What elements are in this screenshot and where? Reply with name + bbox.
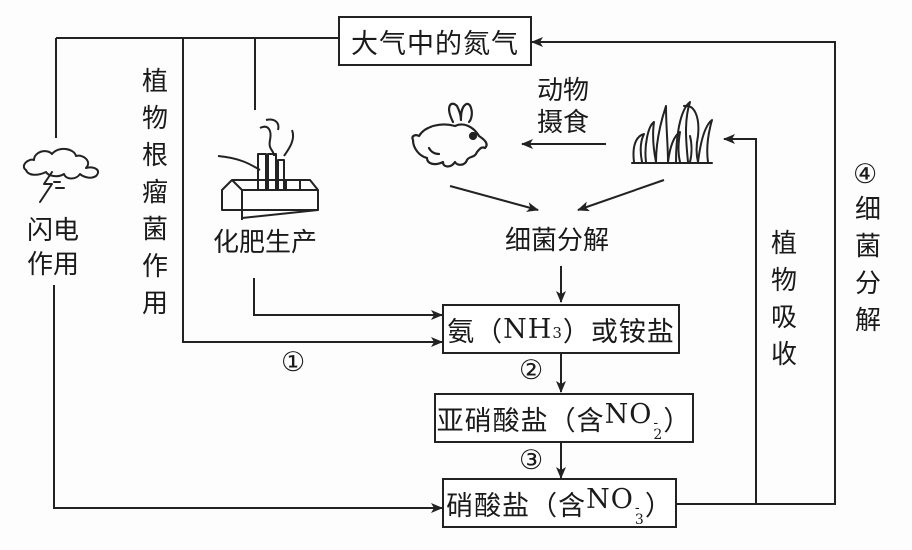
plant-absorb-label: 植物吸收 — [770, 229, 797, 370]
nitrite-suffix: ） — [663, 405, 692, 437]
root-nodule-to-ammonia-line — [182, 38, 443, 347]
nitrite-box: 亚硝酸盐（含 NO - 2 ） — [434, 393, 694, 443]
nitrite-charge: - — [653, 415, 660, 431]
root-nodule-label: 植物根瘤菌作用 — [141, 67, 168, 319]
nitrate-formula: NO - 3 — [586, 484, 645, 527]
fertilizer-to-ammonia-line — [253, 278, 443, 320]
nitrate-box: 硝酸盐（含 NO - 3 ） — [442, 478, 677, 528]
factory-icon — [217, 118, 319, 220]
lightning-cloud-icon — [22, 148, 100, 203]
nitrite-formula-subsup: - 2 — [653, 415, 664, 443]
bacteria-decomp-label: 细菌分解 — [505, 226, 610, 256]
nitrite-formula-base: NO — [604, 399, 653, 430]
fertilizer-label: 化肥生产 — [213, 228, 318, 258]
atmosphere-nitrogen-box: 大气中的氮气 — [338, 16, 532, 66]
step3-marker: ③ — [519, 445, 544, 476]
lightning-label: 闪电作用 — [26, 216, 79, 280]
nitrate-prefix: 硝酸盐（含 — [446, 490, 587, 522]
nitrate-suffix: ） — [644, 490, 673, 522]
step4-marker: ④ — [853, 159, 878, 190]
nitrate-sub: 3 — [634, 512, 645, 528]
nitrite-prefix: 亚硝酸盐（含 — [436, 405, 605, 437]
ammonia-formula-sub: 3 — [552, 323, 563, 342]
rabbit-decomp-arrow — [449, 185, 539, 212]
step2-marker: ② — [519, 355, 544, 386]
animal-eating-label-line2: 摄食 — [537, 108, 590, 138]
ammonia-prefix: 氨（ — [447, 316, 504, 348]
step1-marker: ① — [281, 347, 306, 378]
rabbit-icon — [411, 102, 488, 168]
nitrite-sub: 2 — [653, 427, 664, 443]
plant-absorb-line — [723, 134, 757, 504]
atmosphere-nitrogen-label: 大气中的氮气 — [351, 28, 519, 60]
nitrite-formula: NO - 2 — [604, 399, 664, 442]
grass-decomp-arrow — [577, 179, 665, 212]
nitrate-formula-subsup: - 3 — [634, 500, 645, 528]
grass-icon — [631, 101, 713, 164]
nitrate-charge: - — [634, 500, 641, 516]
lightning-to-nitrate-line — [53, 285, 443, 513]
bacteria-decomp-4-label: 细菌分解 — [854, 195, 881, 336]
animal-eating-label-line1: 动物 — [537, 76, 590, 106]
ammonia-formula-base: NH — [503, 313, 553, 345]
ammonia-suffix: ）或铵盐 — [562, 316, 675, 348]
nitrate-formula-base: NO — [586, 484, 634, 515]
